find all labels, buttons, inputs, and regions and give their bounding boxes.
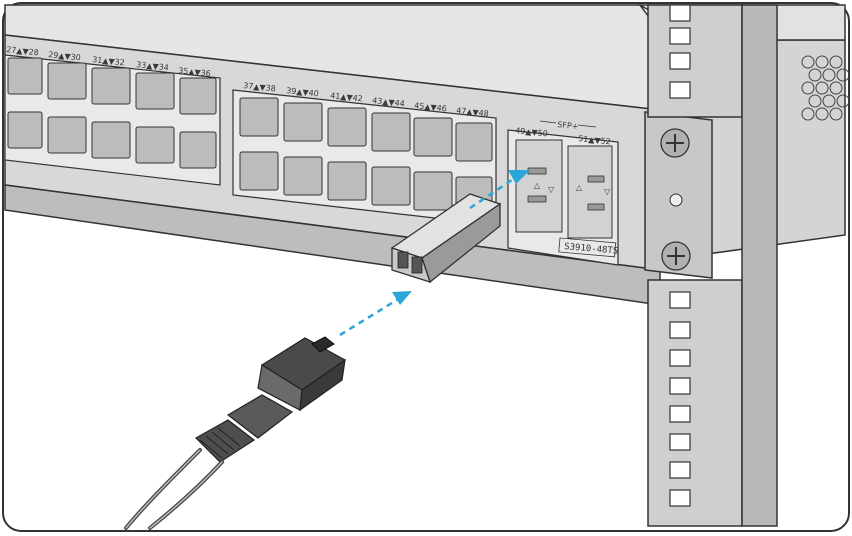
port-label: 47▲▼48 bbox=[456, 106, 489, 118]
model-label-box bbox=[558, 237, 617, 258]
port-label: 43▲▼44 bbox=[372, 96, 405, 108]
port-group-b bbox=[232, 89, 497, 226]
model-label: S3910-48TS bbox=[564, 242, 619, 257]
svg-text:▽: ▽ bbox=[548, 185, 555, 194]
port-label: 31▲▼32 bbox=[92, 55, 125, 67]
svg-text:△: △ bbox=[534, 181, 541, 190]
port-labels-a: 27▲▼28 29▲▼30 31▲▼32 33▲▼34 35▲▼36 bbox=[6, 45, 211, 78]
port-label: 33▲▼34 bbox=[136, 60, 169, 72]
port-label: 51▲▼52 bbox=[578, 134, 611, 146]
port-label: 45▲▼46 bbox=[414, 101, 447, 113]
port-label: 37▲▼38 bbox=[243, 81, 276, 93]
bracket-hole-icon bbox=[669, 193, 683, 207]
port-label: 41▲▼42 bbox=[330, 91, 363, 103]
rack-rail bbox=[647, 4, 778, 527]
sfp-cage-49-50 bbox=[515, 139, 563, 233]
lc-connector bbox=[195, 336, 347, 463]
sfp-module bbox=[390, 193, 502, 284]
sfp-cage-51-52 bbox=[567, 145, 613, 239]
side-vent bbox=[801, 55, 850, 121]
port-label: 29▲▼30 bbox=[48, 50, 81, 62]
arrow-head-icon bbox=[508, 170, 530, 184]
insertion-arrows bbox=[339, 170, 530, 337]
arrow-connector-to-module bbox=[339, 296, 401, 337]
sfp-section: △ ▽ △ ▽ SFP+ 49▲▼50 51▲▼52 S3910-48TS bbox=[507, 120, 619, 266]
arrow-head-icon bbox=[392, 291, 412, 305]
rack-bracket bbox=[644, 111, 713, 279]
port-group-a bbox=[4, 54, 221, 186]
port-labels-b: 37▲▼38 39▲▼40 41▲▼42 43▲▼44 45▲▼46 47▲▼4… bbox=[243, 81, 489, 118]
arrow-module-to-port bbox=[469, 176, 516, 210]
port-label: 27▲▼28 bbox=[6, 45, 39, 57]
svg-text:▽: ▽ bbox=[604, 187, 611, 196]
sfp-header-label: SFP+ bbox=[557, 120, 579, 131]
port-label: 49▲▼50 bbox=[515, 126, 548, 138]
svg-text:△: △ bbox=[576, 183, 583, 192]
port-label: 39▲▼40 bbox=[286, 86, 319, 98]
port-label: 35▲▼36 bbox=[178, 66, 211, 78]
